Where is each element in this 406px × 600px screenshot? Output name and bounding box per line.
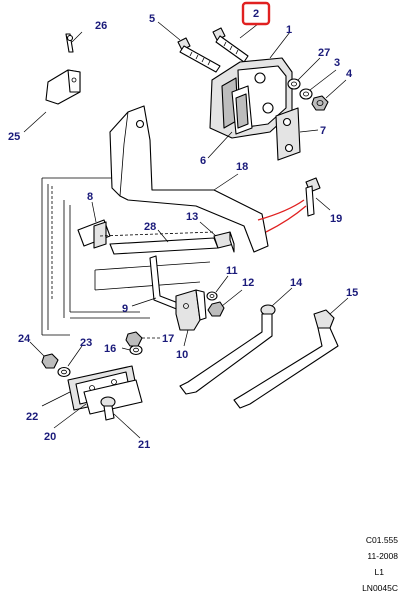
footer-code: C01.555 [366, 535, 398, 545]
callout-26: 26 [95, 20, 107, 32]
footer-level: L1 [375, 567, 385, 577]
callout-10: 10 [176, 349, 188, 361]
callout-14: 14 [290, 277, 303, 289]
callout-5: 5 [149, 13, 155, 25]
callout-17: 17 [162, 333, 174, 345]
part-26-clip [65, 31, 83, 53]
callout-18: 18 [236, 161, 248, 173]
callout-9: 9 [122, 303, 128, 315]
part-4-nut [311, 79, 347, 111]
callout-labels: 1 2 3 4 5 6 7 8 9 10 11 12 13 14 15 16 1… [8, 8, 358, 451]
part-19-bolt [257, 177, 331, 233]
callout-11: 11 [226, 265, 238, 277]
footer-date: 11-2008 [367, 551, 398, 561]
callout-19: 19 [330, 213, 342, 225]
part-24-nut [29, 341, 59, 369]
callout-23: 23 [80, 337, 92, 349]
door-frame-outline [41, 177, 211, 336]
part-7-plate [275, 107, 319, 161]
part-25-bracket [23, 69, 81, 133]
callout-12: 12 [242, 277, 254, 289]
part-14-strap [179, 287, 293, 395]
part-27-washer [287, 57, 321, 90]
part-3-washer [299, 69, 337, 100]
footer-reference: C01.555 11-2008 L1 LN0045C [362, 535, 398, 593]
callout-1: 1 [286, 24, 292, 36]
part-23-washer [57, 345, 83, 378]
callout-28: 28 [144, 221, 156, 233]
part-13-block [199, 221, 235, 253]
callout-8: 8 [87, 191, 93, 203]
callout-27: 27 [318, 47, 330, 59]
callout-21: 21 [138, 439, 150, 451]
callout-25: 25 [8, 131, 20, 143]
footer-ref: LN0045C [362, 583, 398, 593]
callout-6: 6 [200, 155, 206, 167]
part-2-bolt [212, 23, 259, 63]
part-15-strap [233, 297, 349, 409]
part-12-nut [207, 289, 243, 317]
callout-2: 2 [253, 8, 259, 20]
highlight-box-callout-2[interactable] [241, 1, 271, 26]
callout-7: 7 [320, 125, 326, 137]
part-5-bolt [157, 21, 221, 73]
callout-15: 15 [346, 287, 358, 299]
part-17-nut [125, 331, 160, 347]
callout-16: 16 [104, 343, 116, 355]
part-10-bracket [175, 289, 207, 347]
callout-20: 20 [44, 431, 56, 443]
part-18-lever-arm [109, 105, 269, 253]
part-11-washer [206, 275, 229, 301]
part-28-bar [99, 229, 219, 255]
part-20-base-plate [53, 379, 143, 429]
callout-3: 3 [334, 57, 340, 69]
callout-22: 22 [26, 411, 38, 423]
part-16-washer [121, 344, 143, 356]
callout-4: 4 [346, 68, 353, 80]
part-6-hinge-leaf [207, 85, 253, 159]
callout-13: 13 [186, 211, 198, 223]
part-8-bracket [77, 201, 111, 249]
part-21-pin [100, 396, 141, 439]
callout-24: 24 [18, 333, 31, 345]
